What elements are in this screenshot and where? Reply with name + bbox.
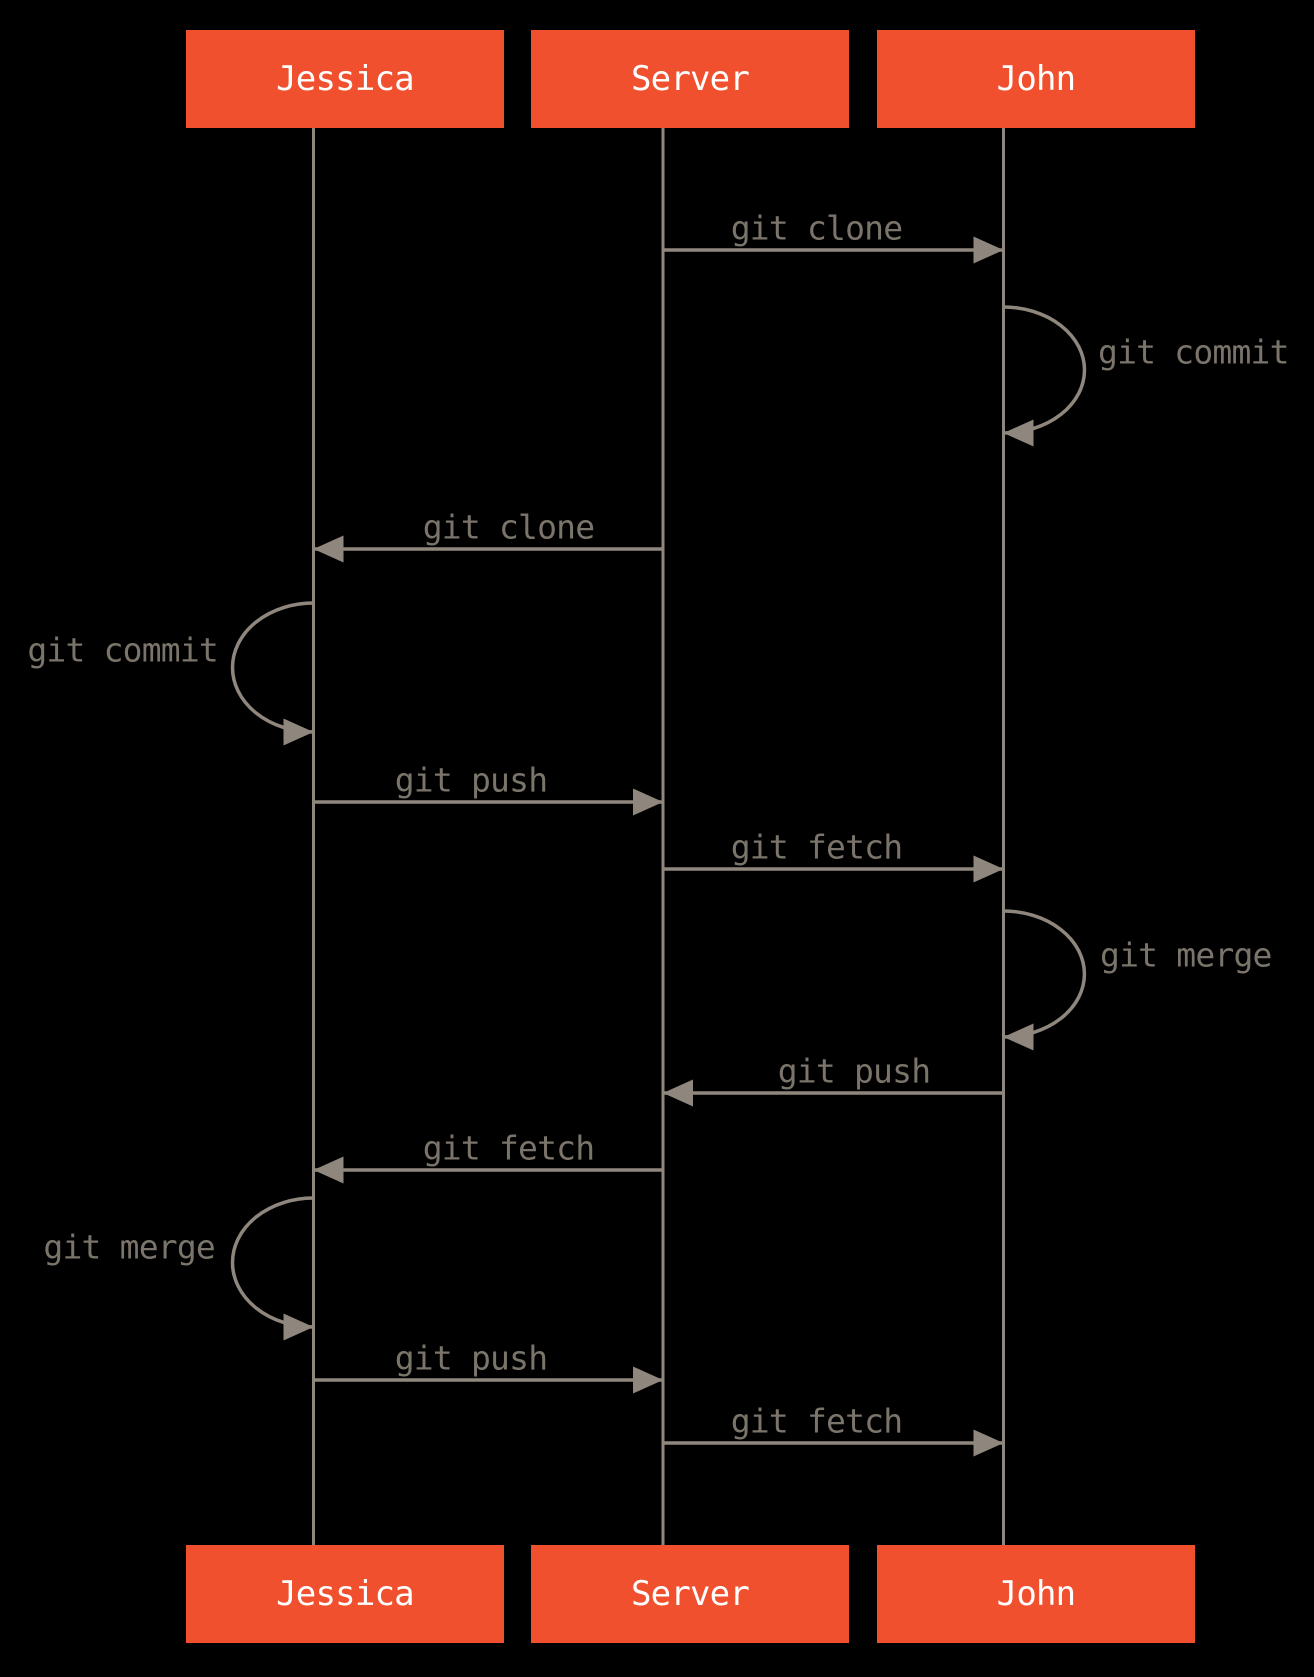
actor-box-john-bottom: John — [877, 1545, 1195, 1643]
label-git-fetch-server-to-john: git fetch — [731, 828, 903, 867]
actor-label-john-bottom: John — [996, 1574, 1076, 1614]
label-git-push-john-to-server: git push — [778, 1052, 931, 1091]
actor-label-jessica-bottom: Jessica — [276, 1574, 415, 1614]
label-git-push-jessica-to-server: git push — [395, 761, 548, 800]
label-git-merge-john: git merge — [1100, 936, 1272, 975]
label-git-commit-john: git commit — [1098, 333, 1289, 372]
actor-box-jessica-top: Jessica — [186, 30, 504, 128]
actor-box-server-bottom: Server — [531, 1545, 849, 1643]
label-git-clone-server-to-john: git clone — [731, 209, 903, 248]
actor-label-server-bottom: Server — [630, 1574, 750, 1614]
label-git-fetch-server-to-jessica: git fetch — [423, 1129, 595, 1168]
label-git-push-jessica-to-server-2: git push — [395, 1339, 548, 1378]
self-loop-git-merge-jessica — [230, 1196, 314, 1341]
actor-label-john-top: John — [996, 59, 1076, 99]
actor-label-jessica-top: Jessica — [276, 59, 415, 99]
self-loop-git-commit-john — [1003, 305, 1087, 447]
label-git-merge-jessica: git merge — [43, 1228, 215, 1267]
self-loop-git-merge-john — [1003, 909, 1087, 1051]
actor-box-jessica-bottom: Jessica — [186, 1545, 504, 1643]
label-git-fetch-server-to-john-2: git fetch — [731, 1402, 903, 1441]
actor-box-server-top: Server — [531, 30, 849, 128]
label-git-clone-server-to-jessica: git clone — [423, 508, 595, 547]
self-loop-git-commit-jessica — [230, 601, 314, 746]
label-git-commit-jessica: git commit — [27, 631, 218, 670]
actor-label-server-top: Server — [630, 59, 750, 99]
actor-box-john-top: John — [877, 30, 1195, 128]
